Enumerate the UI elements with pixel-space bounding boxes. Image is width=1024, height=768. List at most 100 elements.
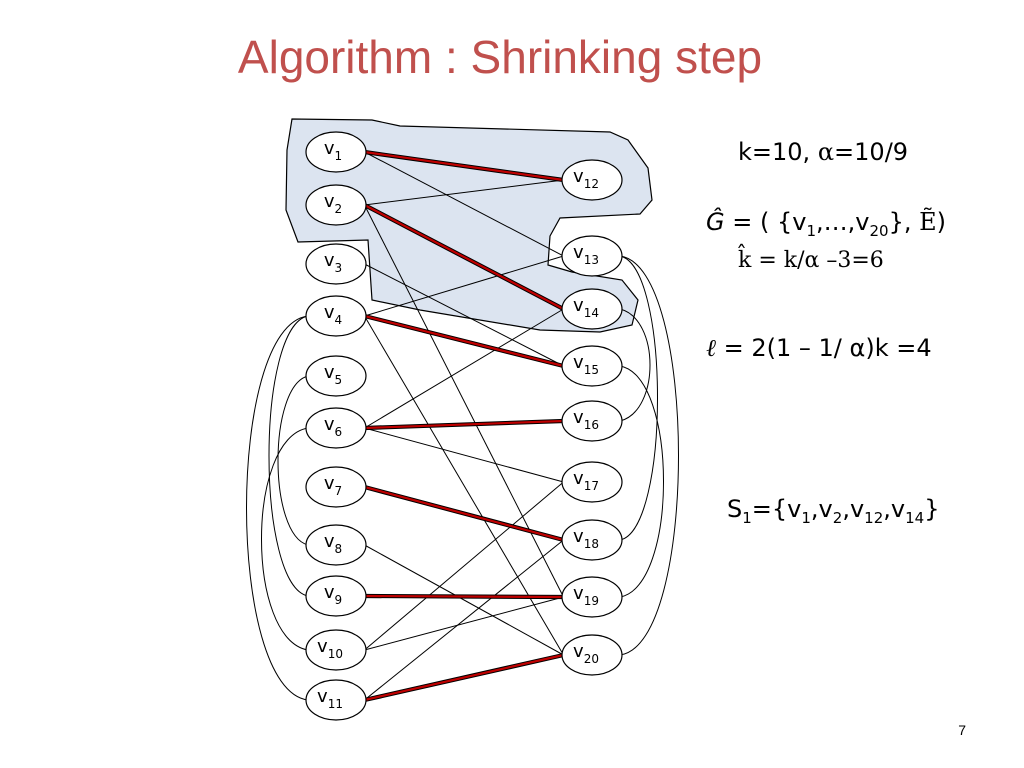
arc-v6-v10	[261, 427, 309, 651]
s-def-sub: 12	[864, 508, 884, 527]
arc-v4-v9	[268, 315, 309, 597]
node-label: v5	[324, 362, 342, 387]
node-v6: v6	[305, 407, 367, 449]
node-label: v18	[573, 526, 599, 551]
node-label: v3	[324, 250, 342, 275]
node-ellipse	[305, 524, 367, 566]
node-label: v9	[324, 582, 342, 607]
node-ellipse	[561, 288, 623, 330]
node-label: v6	[324, 414, 342, 439]
edge-v11-v18	[364, 539, 564, 701]
node-v2: v2	[305, 184, 367, 226]
matched-edge-core	[364, 485, 564, 542]
node-label-subscript: 5	[335, 373, 343, 387]
node-label-base: v	[573, 295, 584, 316]
node-label-base: v	[573, 583, 584, 604]
node-v20: v20	[561, 634, 623, 676]
node-v13: v13	[561, 235, 623, 277]
node-label-subscript: 8	[335, 542, 343, 556]
node-v18: v18	[561, 519, 623, 561]
g-def-sub: 1	[806, 221, 816, 240]
edge-v3-v15	[364, 263, 564, 367]
arc-v14-v16	[619, 308, 651, 422]
s-def-sub: 1	[801, 508, 811, 527]
s-def-part: }	[924, 495, 940, 523]
node-label-subscript: 1	[335, 149, 343, 163]
node-label-base: v	[317, 686, 328, 707]
node-v16: v16	[561, 400, 623, 442]
node-label: v15	[573, 352, 599, 377]
matched-edge-core	[364, 419, 564, 430]
node-ellipse	[305, 679, 367, 721]
node-label: v17	[573, 468, 599, 493]
alpha-value: =10/9	[834, 138, 909, 166]
node-label: v8	[324, 531, 342, 556]
node-label-base: v	[573, 166, 584, 187]
node-ellipse	[561, 235, 623, 277]
node-v3: v3	[305, 243, 367, 285]
node-label-base: v	[573, 468, 584, 489]
node-ellipse	[305, 355, 367, 397]
node-label-base: v	[573, 526, 584, 547]
matched-edge-core	[364, 594, 564, 599]
node-label-base: v	[573, 641, 584, 662]
node-label-base: v	[324, 531, 335, 552]
node-label: v11	[317, 686, 343, 711]
node-label-subscript: 17	[584, 479, 599, 493]
node-ellipse	[305, 295, 367, 337]
node-ellipse	[305, 407, 367, 449]
node-label-base: v	[324, 138, 335, 159]
edge-v10-v19	[364, 596, 564, 651]
g-def-part: ,…,v	[816, 208, 870, 236]
node-label-base: v	[573, 352, 584, 373]
g-hat-definition: Ĝ = ( {v1,…,v20}, Ẽ)	[706, 208, 946, 240]
node-v17: v17	[561, 461, 623, 503]
k-hat-symbol: k̂	[738, 248, 752, 273]
node-ellipse	[561, 576, 623, 618]
node-label-subscript: 19	[584, 594, 599, 608]
s1-definition: S1={v1,v2,v12,v14}	[727, 495, 939, 527]
node-ellipse	[561, 519, 623, 561]
matched-edge-v9-v19	[364, 593, 564, 600]
node-label-subscript: 16	[584, 418, 599, 432]
node-v8: v8	[305, 524, 367, 566]
edge-v2-v12	[364, 179, 564, 206]
node-label-base: v	[573, 407, 584, 428]
node-v12: v12	[561, 159, 623, 201]
node-label-subscript: 7	[335, 484, 343, 498]
node-v19: v19	[561, 576, 623, 618]
node-label: v2	[324, 191, 342, 216]
node-ellipse	[305, 184, 367, 226]
edge-layer	[363, 149, 565, 703]
ell-value: = 2(1 – 1/ α)k =4	[716, 334, 932, 362]
matched-edge-v6-v16	[364, 418, 564, 431]
node-label-subscript: 12	[584, 177, 599, 191]
ell-definition: ℓ = 2(1 – 1/ α)k =4	[706, 334, 932, 363]
g-def-sub: 20	[869, 221, 889, 240]
node-label-base: v	[324, 302, 335, 323]
matched-edge-core	[364, 150, 564, 182]
s-def-sub: 2	[832, 508, 843, 527]
node-label: v12	[573, 166, 599, 191]
edge-v8-v20	[364, 544, 564, 656]
matched-edge-v4-v15	[363, 313, 565, 369]
node-ellipse	[561, 345, 623, 387]
node-ellipse	[561, 461, 623, 503]
node-label-base: v	[324, 362, 335, 383]
node-label-base: v	[324, 191, 335, 212]
matched-edge-core	[364, 653, 564, 702]
k-alpha-line: k=10, α=10/9	[738, 138, 908, 166]
g-def-part: )	[936, 208, 946, 236]
arc-v13-v20	[619, 255, 679, 656]
edge-v6-v14	[364, 308, 564, 429]
node-label-subscript: 4	[335, 313, 343, 327]
matched-edge-v11-v20	[364, 652, 564, 703]
node-v10: v10	[305, 629, 367, 671]
node-label-base: v	[317, 636, 328, 657]
node-label-subscript: 13	[584, 253, 599, 267]
node-v15: v15	[561, 345, 623, 387]
g-def-part: },	[888, 208, 920, 236]
edge-v10-v17	[364, 481, 564, 651]
s-def-part: ={v	[751, 495, 802, 523]
